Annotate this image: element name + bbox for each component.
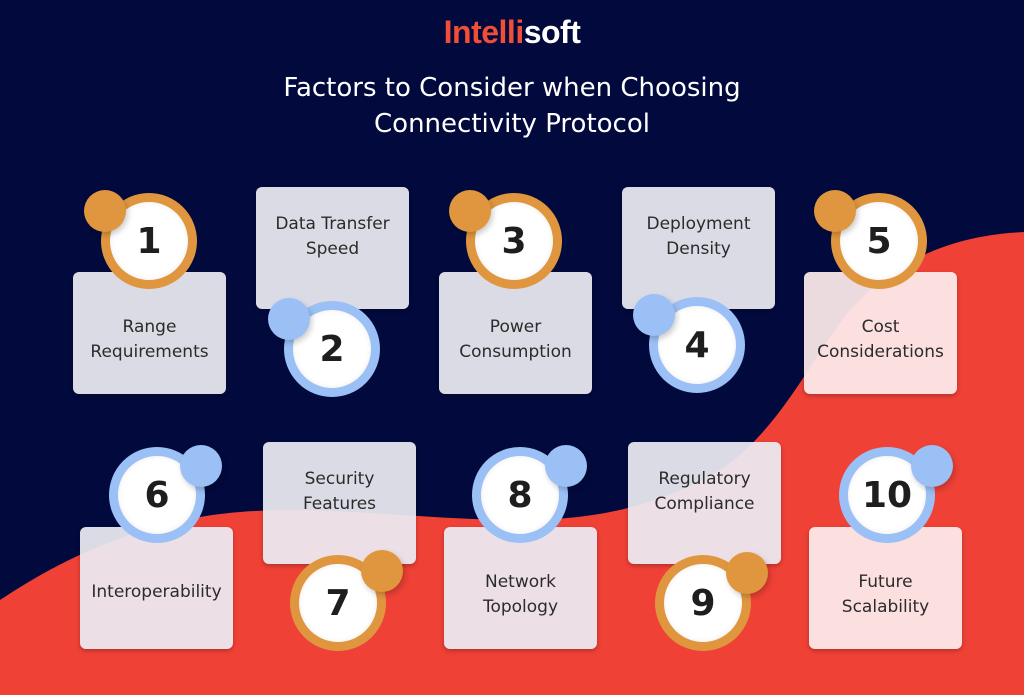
factor-3-line1: Power (489, 317, 542, 337)
factor-1-line1: Range (122, 317, 177, 337)
factor-7-line1: Security (304, 469, 375, 489)
decorative-dot-7 (361, 550, 403, 592)
factor-10-line1: Future (858, 572, 913, 592)
title-line-2: Connectivity Protocol (374, 109, 650, 139)
logo-part-intelli: Intelli (443, 14, 525, 50)
factor-number-badge-2: 2 (284, 301, 380, 397)
factor-9-line1: Regulatory (658, 469, 751, 489)
title-line-1: Factors to Consider when Choosing (283, 73, 741, 103)
factor-10-line2: Scalability (841, 597, 930, 617)
factor-6-line1: Interoperability (91, 581, 222, 602)
logo-part-soft: soft (523, 14, 581, 50)
decorative-dot-4 (633, 294, 675, 336)
decorative-dot-2 (268, 298, 310, 340)
decorative-dot-9 (726, 552, 768, 594)
factor-5-line2: Considerations (817, 342, 944, 362)
decorative-dot-1 (84, 190, 126, 232)
factor-number-badge-9: 9 (655, 555, 751, 651)
factor-7-line2: Features (302, 494, 377, 514)
factor-9-line2: Compliance (654, 494, 755, 514)
factor-2-line2: Speed (305, 239, 360, 259)
decorative-dot-5 (814, 190, 856, 232)
factor-3-line2: Consumption (459, 342, 572, 362)
intellisoft-logo: Intellisoft (0, 14, 1024, 51)
factor-2-line1: Data Transfer (275, 214, 390, 234)
factor-card-6: Interoperability (80, 527, 233, 649)
decorative-dot-10 (911, 445, 953, 487)
factor-8-line2: Topology (482, 597, 559, 617)
decorative-dot-6 (180, 445, 222, 487)
factor-8-line1: Network (485, 572, 556, 592)
page-title: Factors to Consider when Choosing Connec… (0, 70, 1024, 142)
factor-4-line2: Density (666, 239, 731, 259)
factor-5-line1: Cost (861, 317, 900, 337)
decorative-dot-3 (449, 190, 491, 232)
decorative-dot-8 (545, 445, 587, 487)
factor-4-line1: Deployment (646, 214, 751, 234)
factor-1-line2: Requirements (90, 342, 209, 362)
